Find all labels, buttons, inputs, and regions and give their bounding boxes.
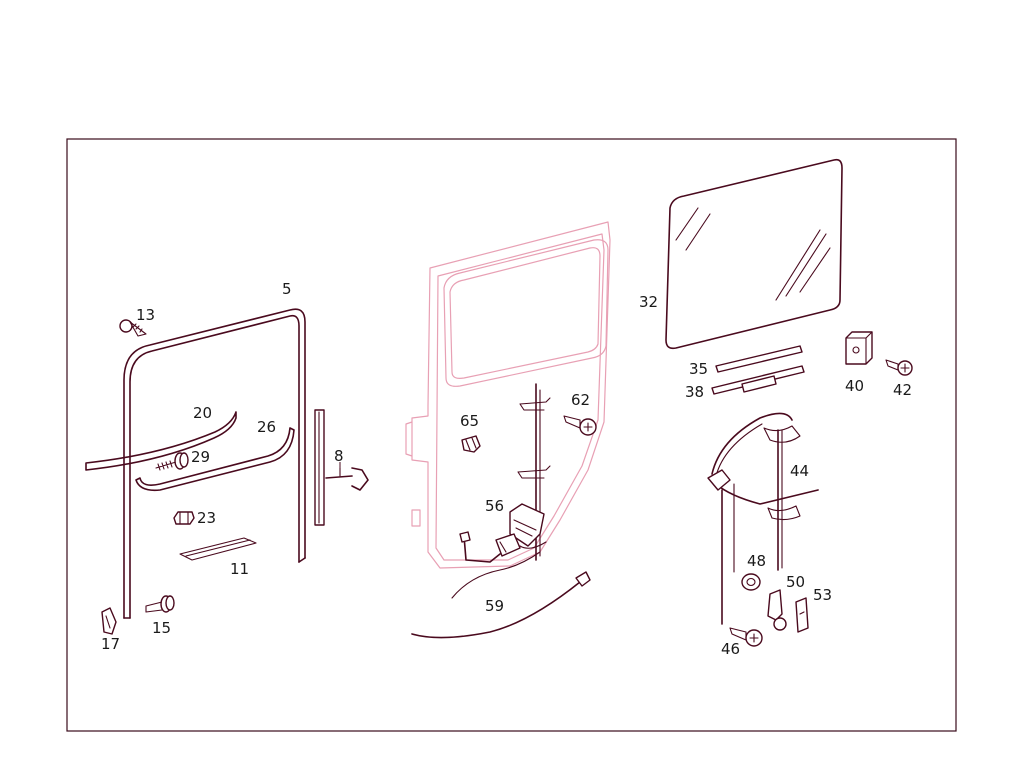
label-5: 5 (282, 280, 292, 298)
part-20-seal-strip[interactable] (85, 411, 237, 471)
label-44: 44 (790, 462, 809, 480)
label-23: 23 (197, 509, 216, 527)
part-8-guide-rail[interactable] (314, 409, 369, 526)
label-13: 13 (136, 306, 155, 324)
diagram-frame (66, 138, 957, 732)
label-15: 15 (152, 619, 171, 637)
part-15-bolt[interactable] (145, 595, 175, 613)
part-65-clip[interactable] (461, 435, 481, 453)
part-17-clip[interactable] (101, 607, 117, 635)
part-62-screw[interactable] (563, 415, 597, 436)
part-48-washer[interactable] (741, 573, 761, 591)
part-5-window-seal[interactable] (123, 308, 306, 619)
door-outline (405, 221, 611, 569)
label-40: 40 (845, 377, 864, 395)
label-50: 50 (786, 573, 805, 591)
label-59: 59 (485, 597, 504, 615)
label-35: 35 (689, 360, 708, 378)
part-56-regulator[interactable] (459, 383, 551, 563)
label-32: 32 (639, 293, 658, 311)
part-44-regulator-arm[interactable] (707, 412, 819, 625)
label-65: 65 (460, 412, 479, 430)
label-8: 8 (334, 447, 344, 465)
part-23-clip[interactable] (173, 511, 195, 525)
label-26: 26 (257, 418, 276, 436)
label-46: 46 (721, 640, 740, 658)
label-38: 38 (685, 383, 704, 401)
part-32-window-glass[interactable] (665, 158, 843, 350)
label-56: 56 (485, 497, 504, 515)
part-46-screw[interactable] (729, 627, 763, 647)
label-48: 48 (747, 552, 766, 570)
part-35-glass-channel[interactable] (715, 345, 803, 373)
part-40-block[interactable] (845, 331, 873, 365)
label-11: 11 (230, 560, 249, 578)
label-62: 62 (571, 391, 590, 409)
part-50-hook[interactable] (767, 589, 787, 631)
label-29: 29 (191, 448, 210, 466)
part-53-slider[interactable] (795, 597, 809, 633)
part-38-glass-channel[interactable] (711, 365, 805, 395)
part-26-lower-seal[interactable] (135, 427, 295, 492)
part-labels: 5 8 11 13 15 17 20 23 26 29 32 35 38 40 … (101, 280, 912, 658)
label-20: 20 (193, 404, 212, 422)
label-53: 53 (813, 586, 832, 604)
part-42-screw[interactable] (885, 359, 913, 376)
part-11-trim-strip[interactable] (179, 537, 257, 561)
part-59-cable[interactable] (411, 551, 591, 639)
label-17: 17 (101, 635, 120, 653)
part-29-screw[interactable] (155, 452, 189, 471)
part-13-screw[interactable] (119, 319, 147, 337)
label-42: 42 (893, 381, 912, 399)
